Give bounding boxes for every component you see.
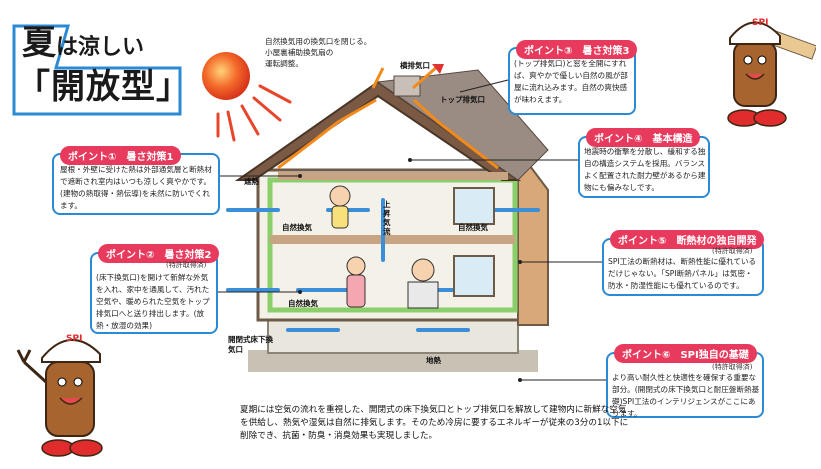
window-lower [453,255,495,297]
title-type: 「開放型」 [16,67,191,107]
top-note: 自然換気用の換気口を閉じる。 小屋裏補助換気扇の 運転調整。 [265,36,371,69]
window-upper [453,187,495,225]
title-season: 夏は涼しい [22,23,145,63]
label-heat-shield: 遮熱 [244,177,259,186]
point-2-tag: (特許取得済) [166,261,207,269]
top-note-line1: 自然換気用の換気口を閉じる。 [265,37,372,46]
point-1-text: 屋根・外壁に受けた熱は外部通気層と断熱材で遮断され室内はいつも涼しく爽やかです。… [60,165,212,210]
title-block [8,20,186,120]
label-updraft: 上昇気流 [383,200,391,236]
label-floor-vent: 開閉式床下換気口 [228,335,273,354]
sun-icon [202,52,292,142]
point-5-text: SPI工法の断熱材は、断熱性能に優れているだけじゃない。「SPI断熱パネル」は気… [608,257,757,290]
point-3-text: (トップ排気口)と窓を全開にすれば、爽やかで優しい自然の風が部屋に流れ込みます。… [514,59,628,104]
title-suffix: は涼しい [56,35,145,60]
house-diagram [226,64,549,372]
exhaust-arrow [432,64,444,74]
label-natural-vent-2: 自然換気 [458,223,488,232]
mascot-left-cap-label: SPI [66,334,83,344]
cool-air-flow [226,198,540,332]
second-floor-slab [270,235,515,244]
attic-floor [278,172,508,180]
point-5-head: ポイント⑤ 断熱材の独自開発 [610,230,765,249]
mascot-right [727,21,816,127]
point-4-text: 地震時の衝撃を分散し、緩和する独自の構造システムを採用。バランスよく配置された耐… [584,147,706,192]
bottom-description: 夏期には空気の流れを重視した、開閉式の床下換気口とトップ排気口を解放して建物内に… [240,405,629,441]
label-natural-vent-1: 自然換気 [282,223,312,232]
label-natural-vent-3: 自然換気 [288,299,318,308]
label-ridge-vent: 横排気口 [400,61,430,70]
mascot-right-cap-label: SPI [752,18,769,28]
point-5-tag: (特許取得済) [712,247,753,255]
ground [248,350,538,372]
point-3-head: ポイント③ 暑さ対策3 [516,40,638,59]
title-frame [12,24,182,116]
point-2-text: (床下換気口)を開けて新鮮な外気を入れ、家中を通風して、汚れた空気や、暖められた… [96,273,210,330]
child-upper [329,185,351,229]
hot-air-flow [277,64,499,170]
point-6-tag: (特許取得済) [712,363,753,371]
point-6-text: より高い耐久性と快適性を確保する重要な部分。(開閉式の床下換気口と耐圧盤断熱基礎… [612,373,760,418]
top-vent-chimney [393,75,421,97]
label-top-vent: トップ排気口 [440,95,485,104]
label-ground-heat: 地熱 [426,356,441,365]
top-note-line2: 小屋裏補助換気扇の [265,48,334,57]
side-wall [517,147,549,326]
adult-reading [407,258,439,309]
point-2-box [90,252,218,334]
point-6-head: ポイント⑥ SPI独自の基礎 [614,344,757,363]
point-2-head: ポイント② 暑さ対策2 [98,244,220,263]
point-1-head: ポイント① 暑さ対策1 [60,146,182,165]
mascot-left [16,338,103,457]
top-note-line3: 運転調整。 [265,59,303,68]
child-lower [346,256,366,308]
point-4-head: ポイント④ 基本構造 [586,128,701,147]
